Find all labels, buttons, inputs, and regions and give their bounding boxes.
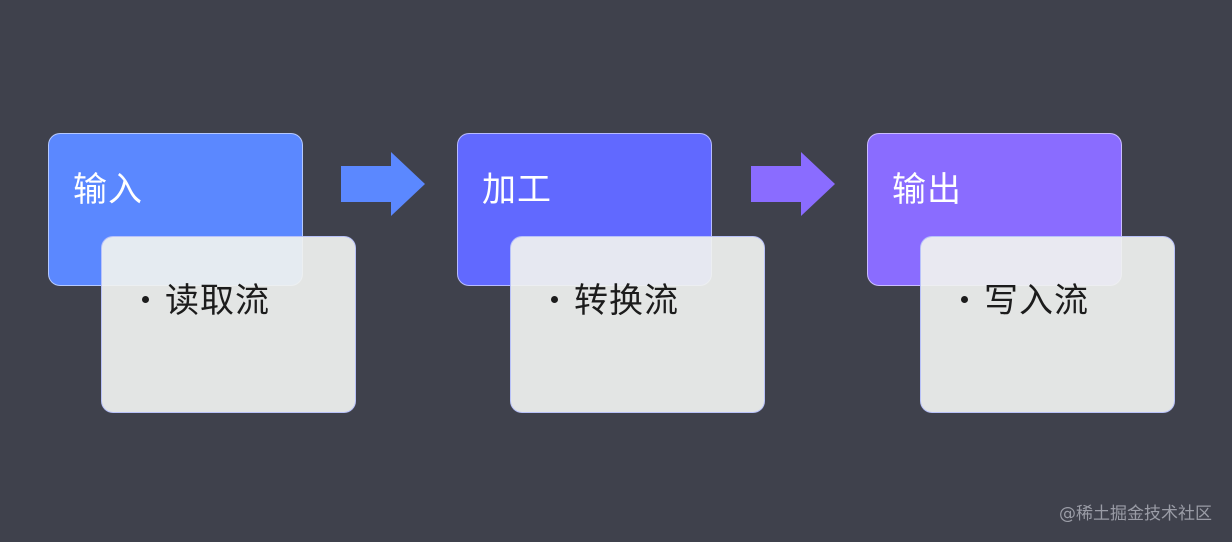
flow-arrow-icon	[341, 152, 425, 216]
stage-input-detail-card: 读取流	[101, 236, 356, 413]
bullet-dot	[551, 296, 558, 303]
stage-process-title: 加工	[482, 170, 552, 210]
stage-input-item: 读取流	[142, 279, 270, 323]
stage-process: 加工 转换流	[457, 133, 765, 413]
flow-arrow-shape	[751, 152, 835, 216]
stage-output-item-label: 写入流	[984, 281, 1089, 321]
stage-output-title: 输出	[892, 170, 962, 210]
stage-process-detail-card: 转换流	[510, 236, 765, 413]
stage-process-item-label: 转换流	[574, 281, 679, 321]
stage-output-detail-card: 写入流	[920, 236, 1175, 413]
stage-input-item-label: 读取流	[165, 281, 270, 321]
bullet-dot	[961, 296, 968, 303]
stage-output-item: 写入流	[961, 279, 1089, 323]
stage-input: 输入 读取流	[48, 133, 356, 413]
stage-output: 输出 写入流	[867, 133, 1175, 413]
bullet-dot	[142, 296, 149, 303]
flow-arrow-shape	[341, 152, 425, 216]
stage-input-title: 输入	[73, 170, 143, 210]
flow-arrow-icon	[751, 152, 835, 216]
watermark: @稀土掘金技术社区	[1059, 504, 1212, 524]
stage-process-item: 转换流	[551, 279, 679, 323]
